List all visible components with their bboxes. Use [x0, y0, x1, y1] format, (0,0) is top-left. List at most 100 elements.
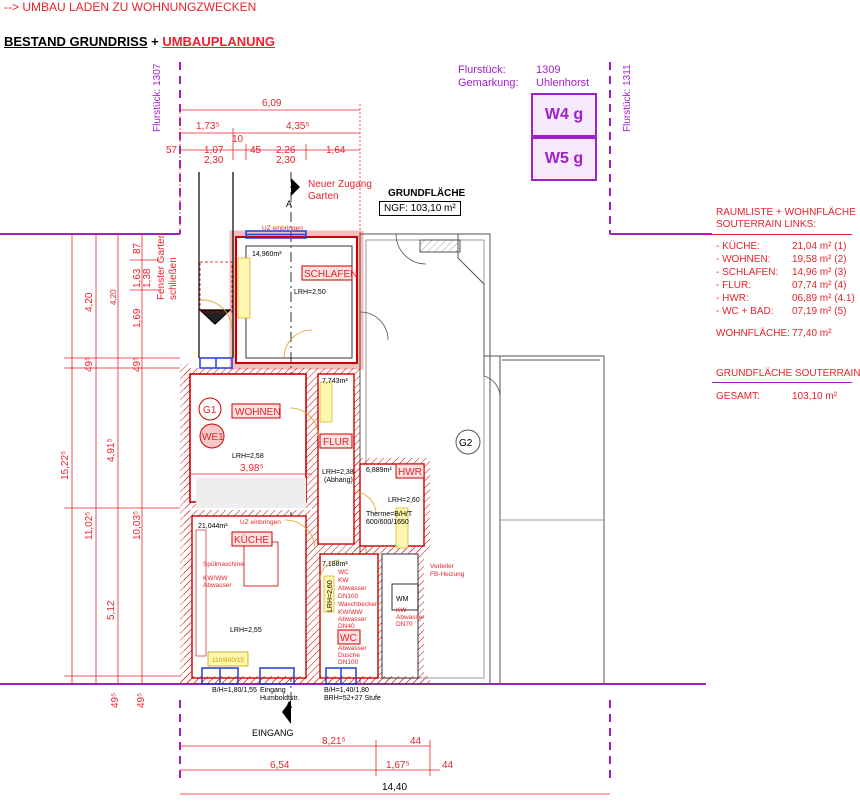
dim-420b: 4,20	[109, 289, 118, 305]
lrh-wohnen: LRH=2,58	[232, 453, 264, 460]
lrh-hwr: LRH=2,60	[388, 497, 420, 504]
dim-138: 1,38	[142, 268, 153, 288]
wc-abw3: Abwasser	[338, 645, 367, 652]
wc-prefix: WC	[338, 569, 349, 576]
dim-230a: 2,30	[204, 155, 224, 166]
room-list-name: - WOHNEN:	[716, 254, 771, 265]
souterrain-divider	[712, 382, 852, 383]
wm-abw: Abwasser	[396, 614, 425, 621]
garden-label: Garten	[308, 191, 339, 202]
existing-doors	[359, 233, 501, 399]
right-boundary-label: Flurstück: 1311	[622, 64, 633, 132]
room-list-value: 21,04 m² (1)	[792, 241, 847, 252]
raumliste-divider	[712, 234, 852, 235]
wc-abw1: Abwasser	[338, 585, 367, 592]
dim-163: 1,63	[132, 268, 143, 288]
grundflaeche-title: GRUNDFLÄCHE	[388, 188, 466, 199]
flurstueck-value: 1309	[536, 64, 561, 76]
uz-top: UZ einbringen	[262, 225, 303, 232]
dim-821: 8,21⁵	[322, 736, 346, 747]
lrh-flur-sub: (Abhang)	[324, 477, 353, 484]
fb-heizung: FB-Heizung	[430, 571, 465, 578]
area-flur: 7,743m²	[322, 378, 348, 385]
new-access-label: Neuer Zugang	[308, 179, 372, 190]
room-label-we1: WE1	[202, 432, 224, 443]
flur-fixture	[319, 381, 333, 423]
dim-164: 1,64	[326, 145, 346, 156]
room-box-wc	[337, 629, 361, 645]
wc-kw: KW	[338, 577, 349, 584]
room-label-kueche: KÜCHE	[234, 534, 269, 546]
fenster-label: Fenster Garten	[156, 233, 167, 300]
lrh-wc: LRH=2,60	[327, 580, 334, 612]
wohnflaeche-value: 77,40 m²	[792, 328, 832, 339]
area-schlafen: 14,960m²	[252, 251, 282, 258]
bh-right: B/H=1,40/1,80	[324, 687, 369, 694]
schliessen-label: schließen	[168, 257, 179, 300]
lrh-kueche: LRH=2,55	[230, 627, 262, 634]
top-dimension-lines	[179, 104, 361, 234]
brh-label: BRH=52+27 Stufe	[324, 695, 381, 702]
room-list-value: 14,96 m² (3)	[792, 267, 847, 278]
room-list-value: 19,58 m² (2)	[792, 254, 847, 265]
therme-2: 600/600/1650	[366, 519, 409, 526]
room-label-wc: WC	[340, 633, 357, 644]
kitchen-sink	[207, 651, 249, 667]
wc-dn40: DN40	[338, 623, 355, 630]
dim-49a: 49⁵	[84, 357, 95, 372]
header-note: --> UMBAU LADEN ZU WOHNUNGZWECKEN	[4, 0, 257, 14]
dim-435: 4,35⁵	[286, 121, 310, 132]
wc-fixture	[323, 575, 335, 613]
section-a-top: A	[286, 199, 292, 209]
room-label-g2: G2	[459, 438, 473, 449]
wc-dusche: Dusche	[338, 652, 360, 659]
room-list-name: - KÜCHE:	[716, 241, 760, 252]
windows	[199, 230, 357, 685]
dim-45: 45	[250, 145, 262, 156]
room-list-name: - SCHLAFEN:	[716, 267, 779, 278]
dim-107: 1,07	[204, 145, 224, 156]
room-list-name: - WC + BAD:	[716, 306, 774, 317]
room-label-g1: G1	[203, 405, 217, 416]
room-box-flur	[319, 433, 353, 449]
raumliste-title-1: RAUMLISTE + WOHNFLÄCHE	[716, 207, 856, 218]
wm-kw: KW	[396, 607, 407, 614]
lrh-schlafen: LRH=2,50	[294, 289, 326, 296]
gemarkung-value: Uhlenhorst	[536, 77, 590, 89]
g1-marker	[198, 397, 222, 421]
gesamt-value: 103,10 m²	[792, 391, 838, 402]
room-label-hwr: HWR	[398, 467, 422, 478]
area-hwr: 6,889m²	[366, 467, 392, 474]
uz-kueche: UZ einbringen	[240, 519, 281, 526]
dim-87: 87	[132, 242, 143, 254]
left-boundary-label: Flurstück: 1307	[152, 63, 163, 132]
dim-49c: 49⁵	[110, 693, 121, 708]
title-bestand: BESTAND GRUNDRISS	[4, 34, 148, 49]
dim-1003: 10,03⁵	[132, 511, 143, 540]
room-label-flur: FLUR	[323, 437, 349, 448]
dim-1102: 11,02⁵	[84, 512, 95, 540]
bh-left: B/H=1,80/1,55	[212, 687, 257, 694]
dim-167: 1,67⁵	[386, 760, 410, 771]
badge-w4g: W4 g	[531, 93, 597, 137]
dim-491: 4,91⁵	[106, 438, 117, 462]
doors	[199, 299, 377, 581]
gesamt-label: GESAMT:	[716, 391, 760, 402]
room-list-name: - FLUR:	[716, 280, 751, 291]
room-box-wohnen	[231, 403, 281, 419]
hwr-fixture	[395, 507, 409, 549]
garden-path	[198, 172, 234, 358]
room-list-value: 06,89 m² (4.1)	[792, 293, 855, 304]
dim-49b: 49⁵	[132, 357, 143, 372]
flurstueck-label: Flurstück:	[458, 64, 506, 76]
dim-49d: 49⁵	[136, 693, 147, 708]
wc-dn100: DN100	[338, 593, 359, 600]
dim-1440: 14,40	[382, 782, 407, 793]
dim-57: 57	[166, 145, 178, 156]
room-list-name: - HWR:	[716, 293, 749, 304]
room-box-schlafen	[301, 265, 353, 281]
title-umbau: UMBAUPLANUNG	[162, 34, 275, 49]
badge-w5g: W5 g	[531, 137, 597, 181]
dim-230b: 2,30	[276, 155, 296, 166]
